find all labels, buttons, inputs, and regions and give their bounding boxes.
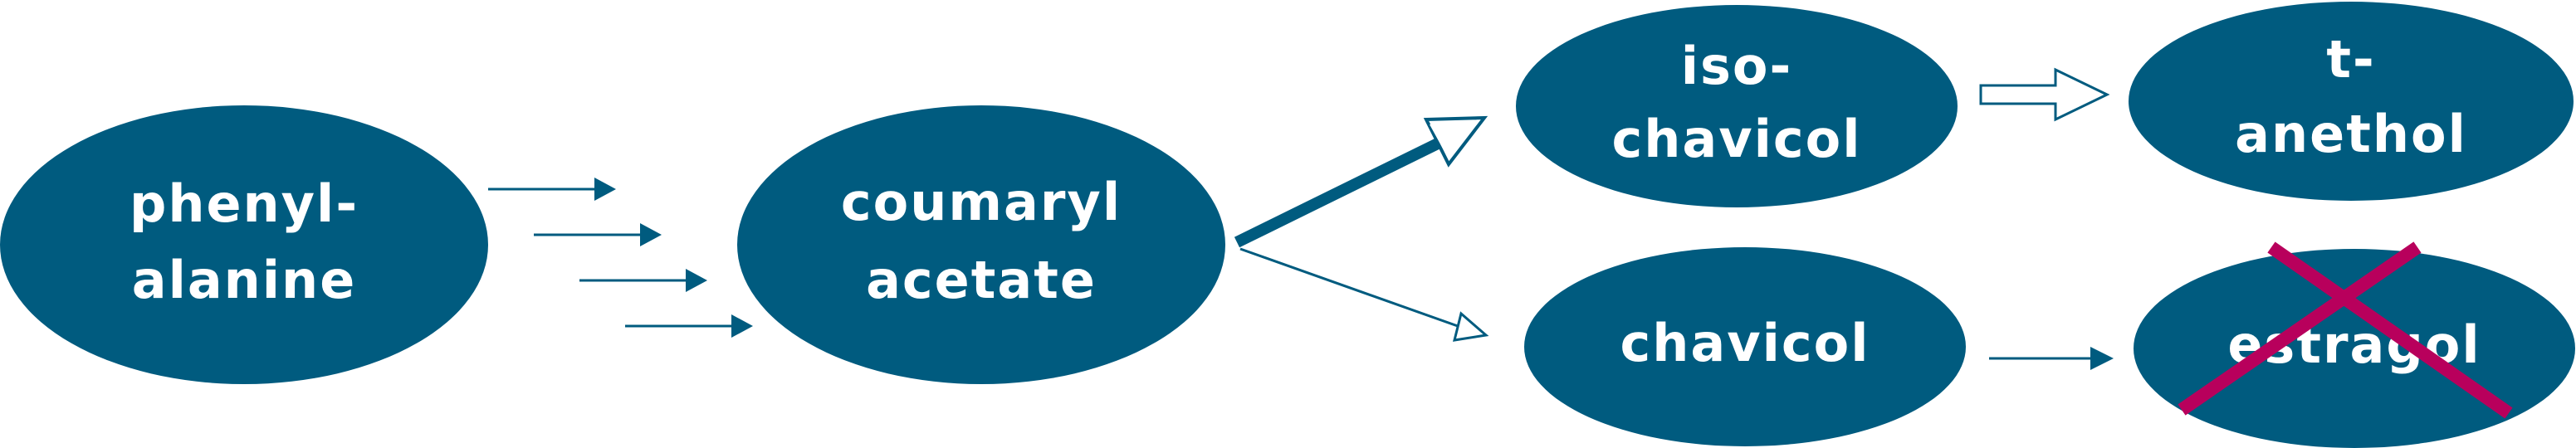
multi-step-arrows xyxy=(488,178,753,338)
node-phenylalanine: phenyl- alanine xyxy=(0,105,488,384)
node-coumaryl-acetate: coumaryl acetate xyxy=(737,105,1225,384)
node-t-anethol: t- anethol xyxy=(2129,2,2574,201)
arrow-to-estragol xyxy=(1989,347,2114,370)
node-label: t- xyxy=(2326,29,2375,90)
arrow-step-4 xyxy=(625,314,753,338)
node-label: anethol xyxy=(2235,104,2467,164)
node-label: iso- xyxy=(1681,36,1792,96)
node-isochavicol: iso- chavicol xyxy=(1516,5,1958,207)
node-estragol: estragol xyxy=(2134,241,2575,448)
arrow-step-3 xyxy=(579,269,707,292)
arrow-step-2 xyxy=(534,223,662,246)
arrow-step-1 xyxy=(488,178,616,201)
node-label: chavicol xyxy=(1612,109,1862,169)
arrow-to-chavicol xyxy=(1239,247,1489,342)
node-label: phenyl- xyxy=(130,173,359,234)
node-label: alanine xyxy=(132,250,357,310)
node-chavicol: chavicol xyxy=(1524,247,1966,446)
cross-out-mark xyxy=(2178,241,2513,419)
node-label: acetate xyxy=(866,250,1097,310)
node-label: chavicol xyxy=(1620,313,1870,373)
arrow-to-anethol xyxy=(1979,67,2110,122)
arrow-to-isochavicol xyxy=(1234,115,1488,248)
node-label: coumaryl xyxy=(841,172,1122,232)
